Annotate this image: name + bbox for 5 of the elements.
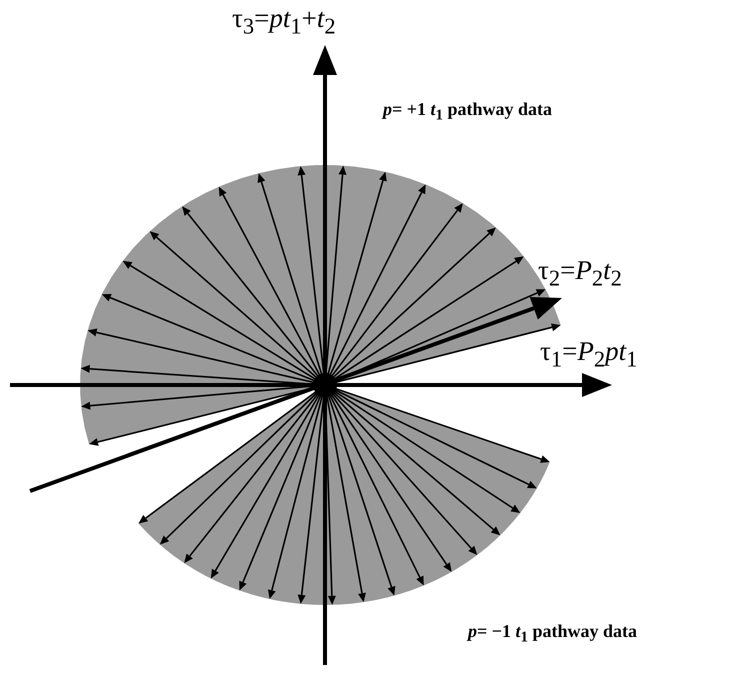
axis-label: τ$_{3}$=pt$_{1}$+t$_{2}$	[232, 4, 336, 40]
axis-label: τ$_{2}$=P$_{2}$t$_{2}$	[538, 256, 622, 292]
annotation-text: p= +1 t$_{1}$ pathway data	[383, 100, 552, 124]
axis-label: τ$_{1}$=P$_{2}$pt$_{1}$	[540, 337, 638, 372]
annotation-text: p= −1 t$_{1}$ pathway data	[468, 622, 638, 646]
